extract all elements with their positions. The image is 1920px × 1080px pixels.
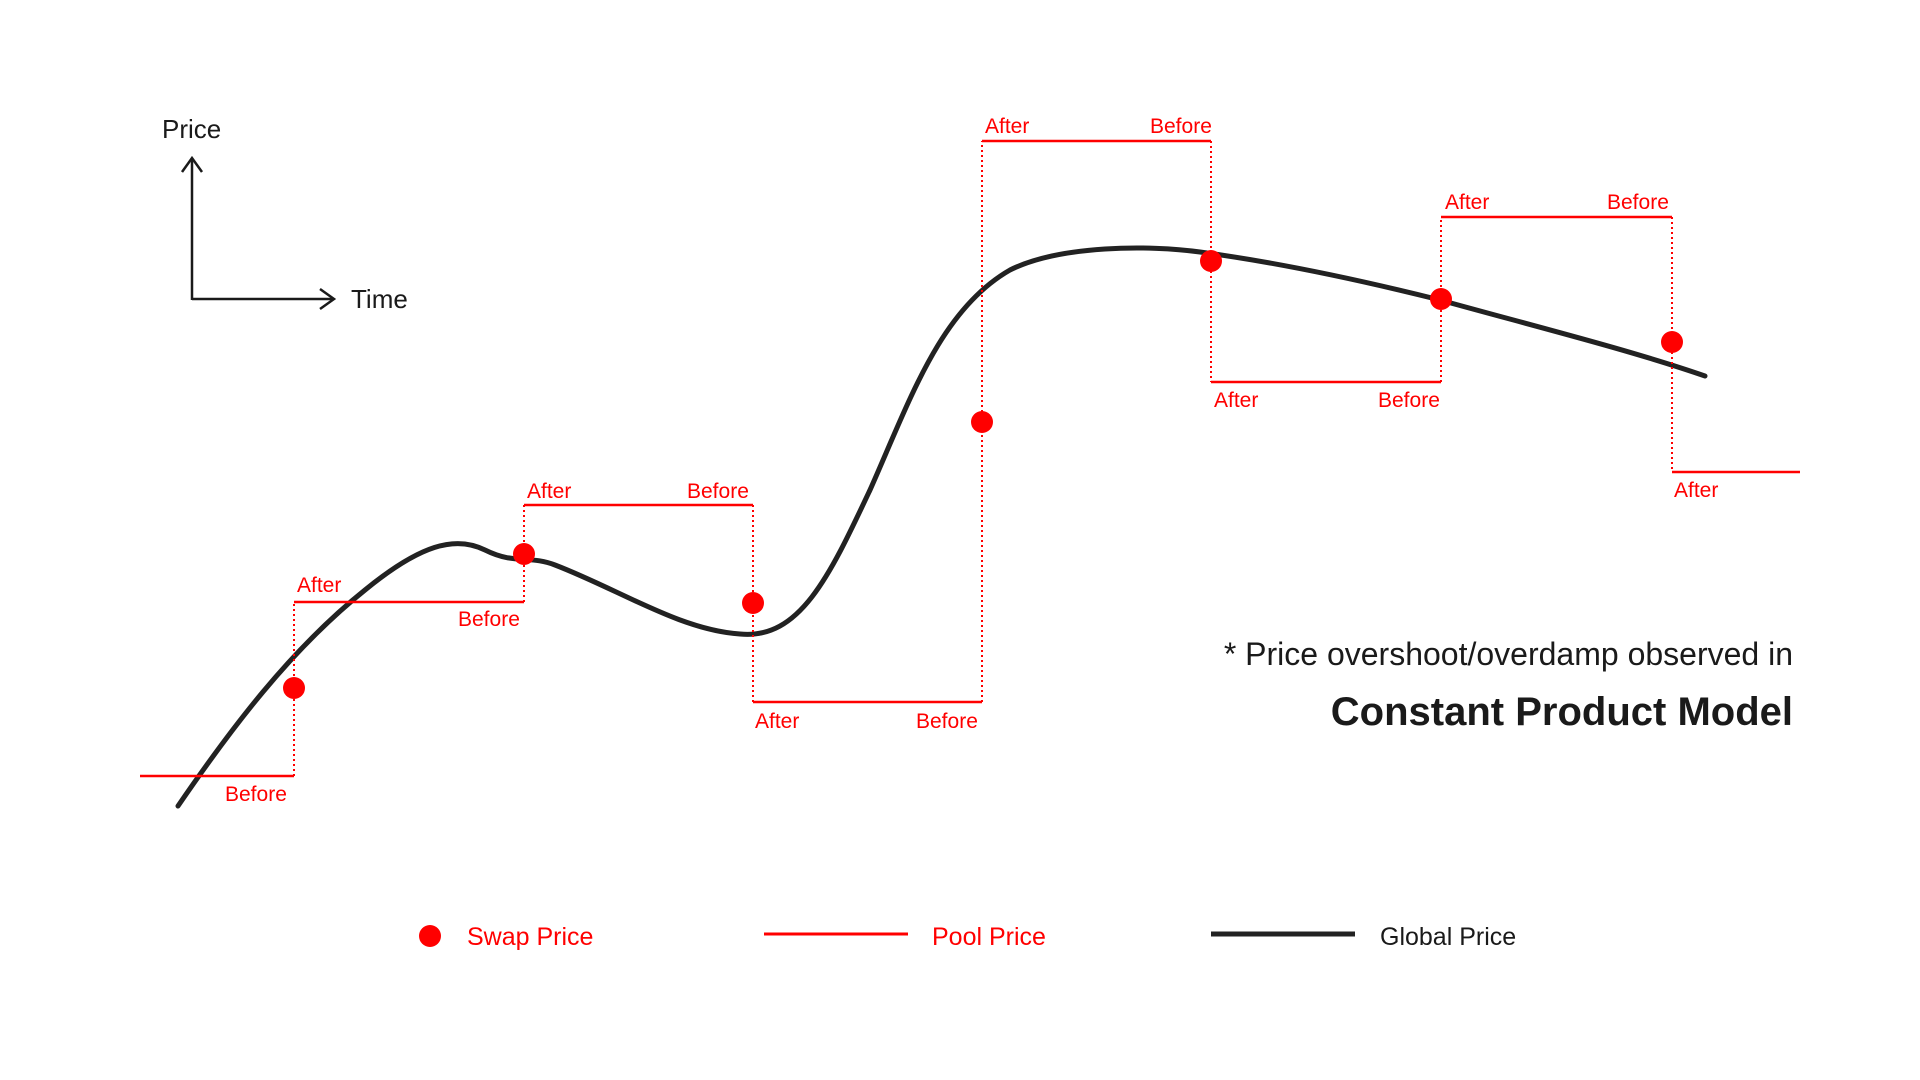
before-after-labels: Before After Before After Before After B… <box>225 115 1718 806</box>
pool-price-steps <box>140 139 1800 778</box>
swap-price-dots <box>283 250 1683 699</box>
legend-global-label: Global Price <box>1380 923 1516 951</box>
note-line-1: * Price overshoot/overdamp observed in <box>1224 636 1793 672</box>
label-after-5: After <box>1214 389 1258 412</box>
label-after-2: After <box>527 480 571 503</box>
y-axis-label: Price <box>162 114 221 144</box>
label-before-7: Before <box>1607 191 1669 214</box>
swap-dot-4 <box>971 411 993 433</box>
label-after-3: After <box>755 710 799 733</box>
y-axis-arrowhead <box>180 155 204 173</box>
label-before-3: Before <box>687 480 749 503</box>
legend-swap-icon <box>419 925 441 947</box>
axis-indicator: Price Time <box>162 114 408 314</box>
model-note: * Price overshoot/overdamp observed in C… <box>1224 636 1793 734</box>
label-before-2: Before <box>458 608 520 631</box>
legend-pool-label: Pool Price <box>932 923 1046 951</box>
global-price-curve <box>175 245 1708 809</box>
swap-dot-3 <box>742 592 764 614</box>
x-axis-arrowhead <box>319 287 337 311</box>
legend: Swap Price Pool Price Global Price <box>419 923 1516 951</box>
label-before-4: Before <box>916 710 978 733</box>
swap-dot-2 <box>513 543 535 565</box>
swap-dot-5 <box>1200 250 1222 272</box>
swap-dot-1 <box>283 677 305 699</box>
label-before-1: Before <box>225 783 287 806</box>
label-after-1: After <box>297 574 341 597</box>
swap-dot-7 <box>1661 331 1683 353</box>
legend-swap-label: Swap Price <box>467 923 593 951</box>
swap-dot-6 <box>1430 288 1452 310</box>
label-after-7: After <box>1674 479 1718 502</box>
label-before-5: Before <box>1150 115 1212 138</box>
label-before-6: Before <box>1378 389 1440 412</box>
x-axis-label: Time <box>351 284 408 314</box>
note-title: Constant Product Model <box>1331 690 1793 734</box>
label-after-4: After <box>985 115 1029 138</box>
label-after-6: After <box>1445 191 1489 214</box>
